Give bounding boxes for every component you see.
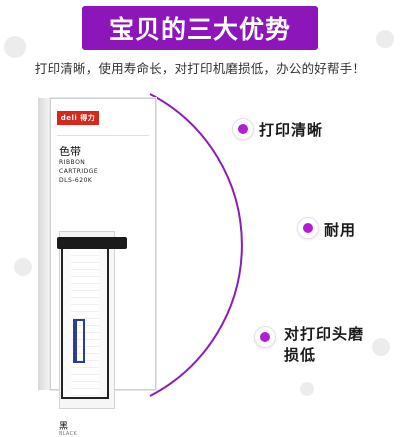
ribbon-cartridge-frame bbox=[61, 249, 109, 399]
product-box-side bbox=[38, 98, 50, 390]
watermark-blob bbox=[376, 30, 394, 48]
feature-label-durable: 耐用 bbox=[324, 221, 357, 239]
product-box: deli 得力 色带 RIBBON CARTRIDGE DLS-620K 黑 B… bbox=[50, 98, 156, 437]
product-model: DLS-620K bbox=[59, 177, 93, 184]
product-line-1: RIBBON bbox=[59, 159, 86, 166]
bracket-mark bbox=[73, 319, 85, 363]
page-subtitle: 打印清晰，使用寿命长，对打印机磨损低，办公的好帮手！ bbox=[34, 61, 366, 76]
page-title: 宝贝的三大优势 bbox=[82, 6, 318, 50]
watermark-blob bbox=[372, 338, 390, 356]
watermark-blob bbox=[4, 36, 26, 58]
feature-label-low-wear: 对打印头磨损低 bbox=[284, 325, 365, 364]
feature-arc bbox=[149, 93, 243, 397]
product-line-2: CARTRIDGE bbox=[59, 168, 99, 175]
watermark-blob bbox=[300, 382, 314, 396]
color-sub-label: BLACK bbox=[59, 431, 77, 437]
feature-arc-path bbox=[149, 93, 243, 397]
feature-dot-icon bbox=[233, 119, 253, 139]
brand-logo: deli 得力 bbox=[57, 111, 99, 125]
feature-dot-icon bbox=[255, 327, 275, 347]
feature-dot-icon bbox=[298, 218, 318, 238]
feature-label-clear-print: 打印清晰 bbox=[259, 121, 324, 139]
box-divider bbox=[57, 135, 149, 136]
watermark-blob bbox=[14, 258, 32, 276]
product-feature-page: 宝贝的三大优势 打印清晰，使用寿命长，对打印机磨损低，办公的好帮手！ deli … bbox=[4, 6, 394, 437]
product-name: 色带 bbox=[59, 145, 81, 158]
ribbon-cartridge-head bbox=[57, 237, 127, 249]
